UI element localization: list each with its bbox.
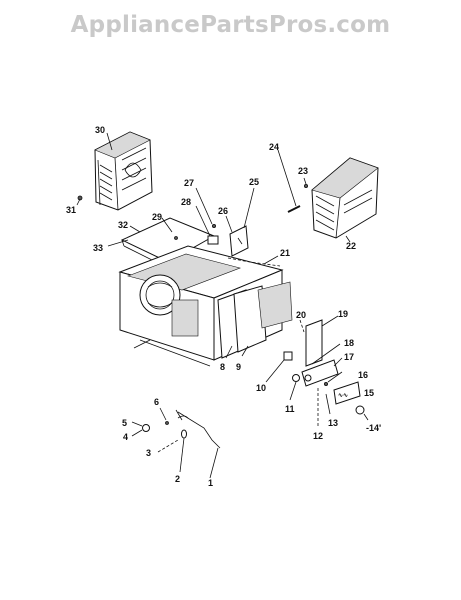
callout-4: 4 — [123, 432, 128, 442]
callout-19: 19 — [338, 309, 348, 319]
leader-13 — [325, 393, 331, 415]
clip-part-28 — [207, 235, 219, 245]
leader-28 — [195, 205, 211, 237]
screw-part-31 — [77, 195, 83, 201]
screw-part-23 — [303, 183, 308, 188]
leader-33 — [107, 239, 129, 247]
leader-32 — [129, 225, 141, 233]
leader-8 — [225, 345, 233, 359]
leader-5 — [131, 421, 143, 427]
callout-5: 5 — [122, 418, 127, 428]
knob-part-18 — [304, 374, 312, 382]
shroud-part — [257, 281, 293, 329]
callout-22: 22 — [346, 241, 356, 251]
callout-3: 3 — [146, 448, 151, 458]
callout-28: 28 — [181, 197, 191, 207]
callout-31: 31 — [66, 205, 76, 215]
dashed-path-21 — [227, 257, 281, 267]
leader-21 — [263, 255, 279, 265]
callout-9: 9 — [236, 362, 241, 372]
leader-29 — [161, 217, 173, 233]
knob-part-14 — [355, 405, 365, 415]
nameplate-part-15 — [333, 381, 361, 405]
svg-text:∿∿: ∿∿ — [338, 393, 348, 399]
leader-31 — [76, 198, 81, 206]
leader-housing — [133, 339, 151, 349]
callout-21: 21 — [280, 248, 290, 258]
bushing-part-4 — [142, 424, 150, 432]
screw-part-6 — [165, 421, 169, 425]
callout-14: -14' — [366, 423, 381, 433]
plate-part-19 — [305, 319, 323, 367]
callout-30: 30 — [95, 125, 105, 135]
callout-20: 20 — [296, 310, 306, 320]
leader-23 — [303, 177, 307, 185]
knob-part-11 — [292, 374, 300, 382]
callout-18: 18 — [344, 338, 354, 348]
leader-25 — [243, 187, 255, 229]
leader-30 — [106, 132, 113, 151]
site-watermark: AppliancePartsPros.com — [70, 12, 391, 38]
callout-24: 24 — [269, 142, 279, 152]
leader-11 — [289, 381, 297, 401]
leader-10 — [265, 359, 285, 383]
callout-6: 6 — [154, 397, 159, 407]
rod-part-24 — [287, 205, 301, 213]
leader-4 — [131, 429, 143, 437]
leader-27 — [195, 187, 213, 225]
coil-part-30 — [94, 131, 153, 211]
callout-27: 27 — [184, 178, 194, 188]
switch-part-10 — [283, 351, 293, 361]
callout-16: 16 — [358, 370, 368, 380]
callout-12: 12 — [313, 431, 323, 441]
callout-15: 15 — [364, 388, 374, 398]
leader-14 — [363, 413, 369, 421]
leader-22 — [345, 235, 351, 243]
callout-11: 11 — [285, 404, 295, 414]
leader-17 — [333, 357, 343, 367]
screw-part-27 — [211, 223, 216, 228]
callout-23: 23 — [298, 166, 308, 176]
leader-16 — [327, 371, 343, 383]
callout-26: 26 — [218, 206, 228, 216]
leader-6 — [159, 407, 167, 421]
bushing-part-2 — [181, 429, 187, 439]
callout-32: 32 — [118, 220, 128, 230]
leader-2 — [179, 437, 185, 473]
coil-part-22 — [311, 157, 379, 239]
callout-8: 8 — [220, 362, 225, 372]
leader-26 — [225, 215, 233, 233]
callout-1: 1 — [208, 478, 213, 488]
callout-17: 17 — [344, 352, 354, 362]
leader-18 — [311, 343, 341, 365]
bracket-part-26 — [229, 225, 249, 257]
callout-29: 29 — [152, 212, 162, 222]
screw-part-16 — [323, 381, 328, 386]
callout-2: 2 — [175, 474, 180, 484]
leader-9 — [241, 345, 249, 357]
leader-1 — [209, 447, 219, 479]
panel-part-9 — [233, 285, 267, 353]
leader-3 — [157, 439, 179, 453]
callout-33: 33 — [93, 243, 103, 253]
callout-10: 10 — [256, 383, 266, 393]
leader-20 — [299, 319, 305, 333]
cord-part-1 — [175, 409, 221, 449]
leader-19 — [321, 315, 339, 327]
leader-24 — [277, 149, 297, 207]
callout-13: 13 — [328, 418, 338, 428]
callout-25: 25 — [249, 177, 259, 187]
